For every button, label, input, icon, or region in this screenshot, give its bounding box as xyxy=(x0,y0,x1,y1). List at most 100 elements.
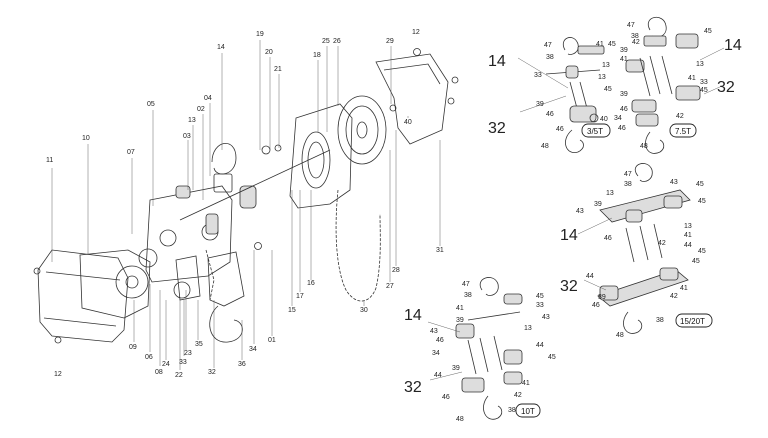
part-label: 48 xyxy=(541,143,549,150)
part-label: 45 xyxy=(704,28,712,35)
part-label: 46 xyxy=(620,106,628,113)
part-label: 39 xyxy=(452,365,460,372)
part-label: 44 xyxy=(434,372,442,379)
capacity-tag-label: 10T xyxy=(521,407,535,416)
part-label: 45 xyxy=(698,198,706,205)
part-label: 18 xyxy=(313,52,321,59)
top-hook-icon xyxy=(647,17,667,38)
part-label: 12 xyxy=(412,29,420,36)
capacity-tag-15-20t xyxy=(675,313,713,328)
nut-right-2 xyxy=(447,97,455,105)
part-label: 30 xyxy=(360,307,368,314)
part-label: 13 xyxy=(606,190,614,197)
top-hook-icon xyxy=(562,37,579,55)
part-label: 33 xyxy=(700,79,708,86)
part-label: 39 xyxy=(594,201,602,208)
part-label: 07 xyxy=(127,149,135,156)
part-label: 40 xyxy=(404,119,412,126)
callout-32: 32 xyxy=(488,120,506,137)
part-label: 28 xyxy=(392,267,400,274)
part-label: 43 xyxy=(542,314,550,321)
part-label: 44 xyxy=(586,273,594,280)
part-label: 22 xyxy=(175,372,183,379)
part-label: 43 xyxy=(670,179,678,186)
detail-10t: 14 32 47 38 45 41 33 39 43 43 13 46 44 3… xyxy=(404,277,556,423)
hand-wheel xyxy=(337,95,387,165)
callout-14: 14 xyxy=(560,227,578,244)
part-label: 42 xyxy=(514,392,522,399)
part-label: 39 xyxy=(456,317,464,324)
part-label: 34 xyxy=(249,346,257,353)
frame-plate xyxy=(289,103,353,209)
part-label: 41 xyxy=(688,75,696,82)
part-label: 05 xyxy=(147,101,155,108)
part-label: 45 xyxy=(698,248,706,255)
bottom-hook-icon xyxy=(565,129,584,154)
part-label: 41 xyxy=(522,380,530,387)
part-label: 11 xyxy=(46,157,53,164)
part-label: 41 xyxy=(596,41,604,48)
part-label: 35 xyxy=(195,341,203,348)
part-label: 04 xyxy=(204,95,212,102)
part-label: 13 xyxy=(188,117,196,124)
part-label: 39 xyxy=(620,47,628,54)
detail-15-20t: 14 32 47 38 43 45 43 39 13 46 45 42 13 4… xyxy=(560,163,713,339)
callout-14: 14 xyxy=(724,37,742,54)
part-label: 10 xyxy=(82,135,90,142)
part-label: 13 xyxy=(524,325,532,332)
bottom-hook-block xyxy=(207,251,245,307)
part-label: 33 xyxy=(534,72,542,79)
part-label: 42 xyxy=(632,39,640,46)
part-label: 43 xyxy=(430,328,438,335)
part-label: 45 xyxy=(536,293,544,300)
callout-32: 32 xyxy=(560,278,578,295)
bottom-hook-icon xyxy=(645,131,665,154)
drive-shaft xyxy=(179,149,331,221)
part-label: 47 xyxy=(544,42,552,49)
part-label: 15 xyxy=(288,307,296,314)
part-label: 39 xyxy=(536,101,544,108)
part-label: 12 xyxy=(54,371,62,378)
part-label: 46 xyxy=(546,111,554,118)
part-label: 27 xyxy=(386,283,394,290)
load-sheave xyxy=(301,131,331,189)
part-label: 38 xyxy=(508,407,516,414)
part-label: 45 xyxy=(696,181,704,188)
part-label: 20 xyxy=(265,49,273,56)
part-label: 13 xyxy=(602,62,610,69)
part-label: 13 xyxy=(598,74,606,81)
part-label: 46 xyxy=(592,302,600,309)
part-label: 42 xyxy=(658,240,666,247)
part-label: 03 xyxy=(183,133,191,140)
part-label: 14 xyxy=(217,44,225,51)
main-labels: 11 10 07 05 03 13 02 04 14 19 20 21 18 2… xyxy=(46,29,444,379)
part-label: 29 xyxy=(386,38,394,45)
part-label: 08 xyxy=(155,369,163,376)
part-label: 45 xyxy=(604,86,612,93)
part-label: 19 xyxy=(256,31,264,38)
bottom-hook-icon xyxy=(623,311,643,334)
part-label: 46 xyxy=(618,125,626,132)
part-label: 48 xyxy=(616,332,624,339)
part-label: 24 xyxy=(162,361,170,368)
top-hook-icon xyxy=(635,163,653,182)
hand-wheel-cover xyxy=(375,53,449,145)
part-label: 40 xyxy=(600,116,608,123)
part-label: 33 xyxy=(179,359,187,366)
capacity-tag-7-5t xyxy=(669,123,697,138)
callout-32: 32 xyxy=(404,379,422,396)
part-label: 43 xyxy=(576,208,584,215)
part-label: 39 xyxy=(598,294,606,301)
main-assembly: 11 10 07 05 03 13 02 04 14 19 20 21 18 2… xyxy=(33,29,459,379)
main-leader-lines xyxy=(51,40,441,370)
part-label: 46 xyxy=(604,235,612,242)
part-label: 13 xyxy=(696,61,704,68)
part-label: 38 xyxy=(546,54,554,61)
nut-bottom xyxy=(54,336,62,344)
part-label: 42 xyxy=(676,113,684,120)
capacity-tag-label: 3/5T xyxy=(587,127,603,136)
bearing-2 xyxy=(205,213,219,235)
gear-small xyxy=(173,281,191,299)
nut-top xyxy=(413,48,421,56)
